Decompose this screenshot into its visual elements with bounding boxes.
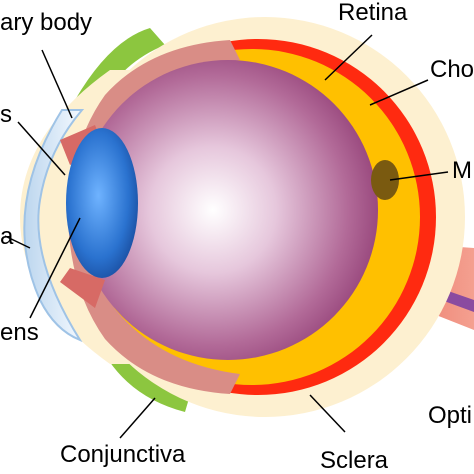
label-macula: M: [452, 157, 472, 184]
pointer-macula: [389, 171, 449, 181]
pointer-ciliary: [41, 49, 73, 119]
macula: [371, 160, 399, 200]
pointer-conjunctiva: [119, 397, 156, 439]
label-optic-nerve: Opti: [428, 402, 472, 429]
label-cornea: a: [0, 223, 14, 250]
pointer-lines: [4, 34, 449, 439]
pointer-choroid: [369, 79, 429, 106]
label-lens: ens: [0, 319, 39, 346]
pointer-retina: [324, 34, 373, 81]
iris-lower: [60, 268, 105, 308]
pointer-lens: [29, 217, 81, 319]
label-choroid: Cho: [430, 56, 474, 83]
label-sclera: Sclera: [320, 447, 389, 474]
cornea: [23, 109, 85, 343]
vitreous-body: [78, 60, 378, 360]
pointer-cornea: [4, 235, 31, 249]
label-ciliary-body: ary body: [0, 9, 92, 36]
pointer-iris: [17, 121, 66, 176]
lens: [66, 128, 138, 278]
label-iris: s: [0, 101, 12, 128]
pointer-sclera: [309, 394, 346, 433]
label-retina: Retina: [338, 0, 408, 26]
label-conjunctiva: Conjunctiva: [60, 441, 186, 468]
